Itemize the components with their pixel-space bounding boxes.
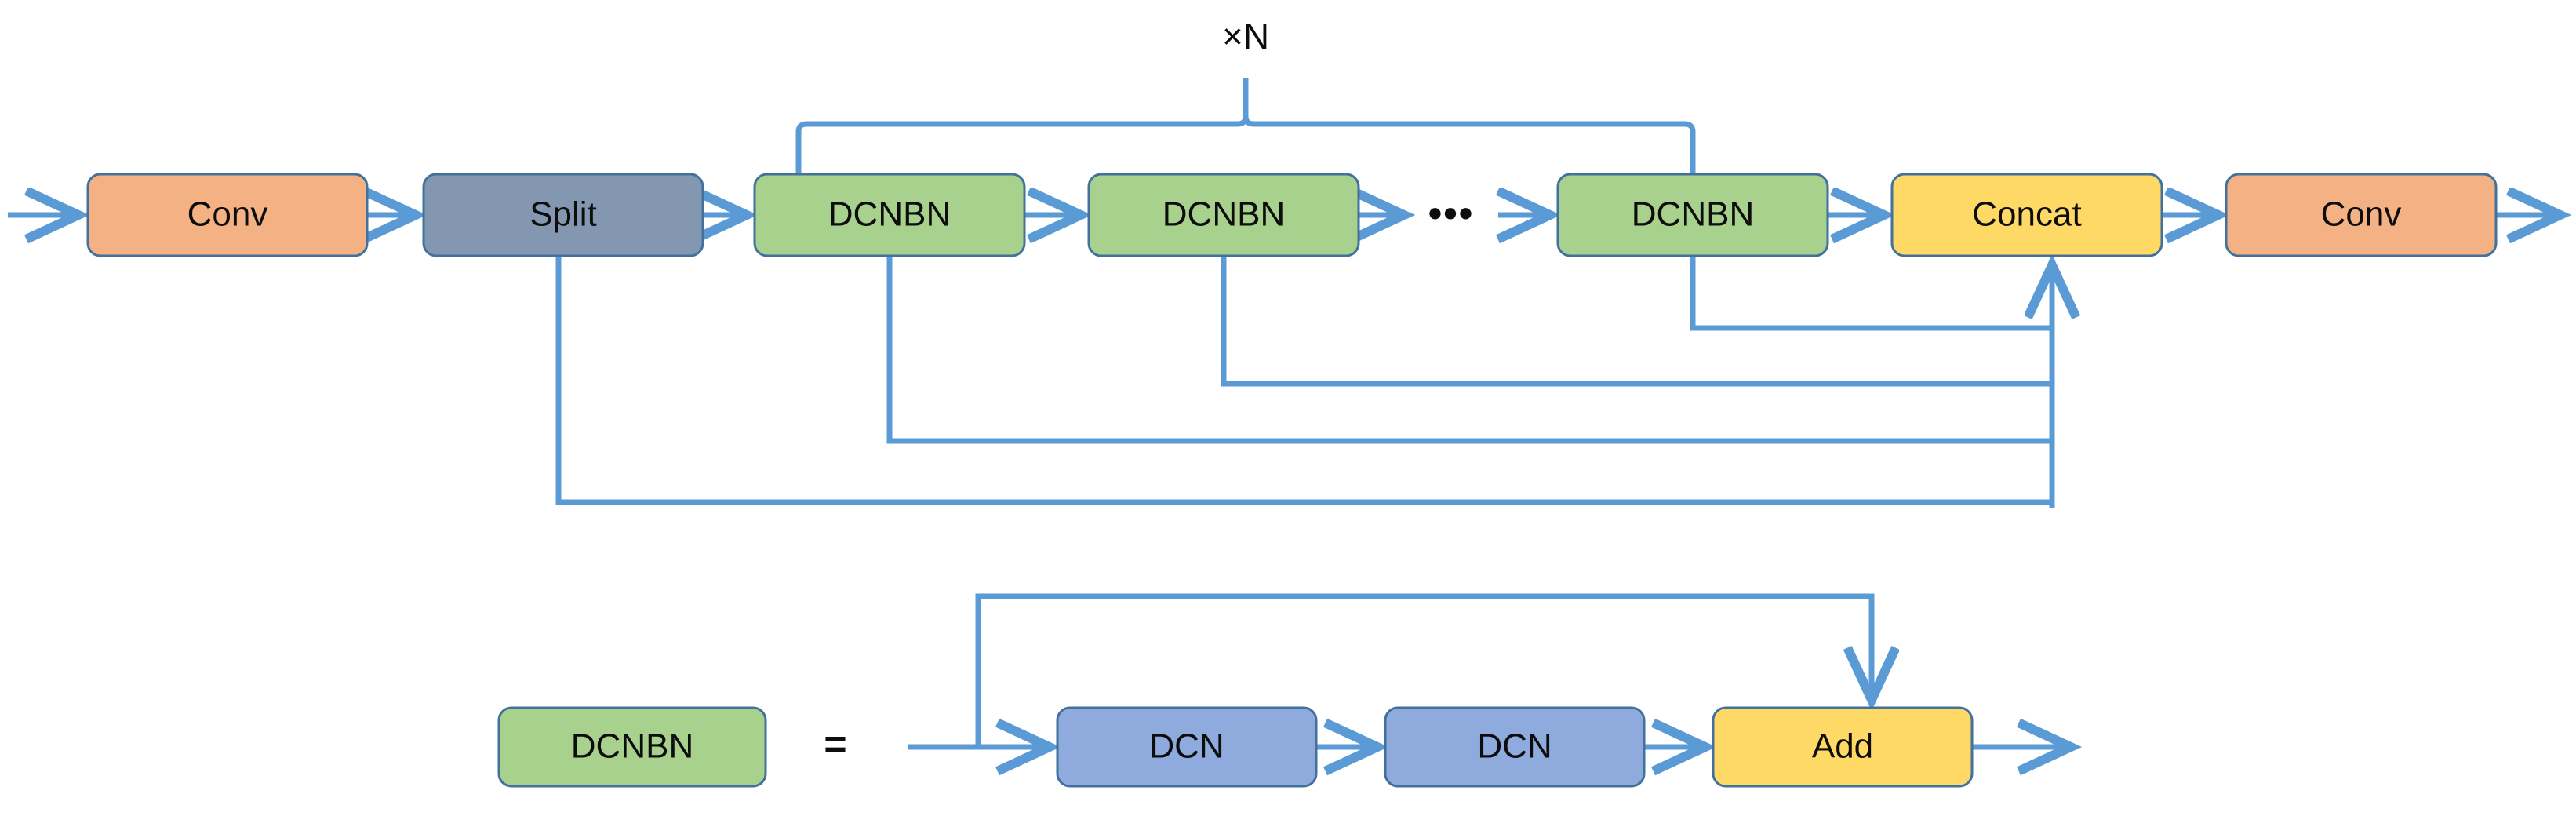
node-split-label: Split — [529, 195, 597, 234]
node-conv-out[interactable]: Conv — [2225, 173, 2498, 257]
node-dcn-1[interactable]: DCN — [1056, 706, 1318, 788]
bottom-row-nodes: DCNBN = DCN DCN Add — [497, 706, 1974, 788]
bottom-row-connectors — [908, 593, 2071, 747]
node-dcnbn-n-label: DCNBN — [1632, 195, 1754, 234]
node-dcnbn-2-label: DCNBN — [1162, 195, 1285, 234]
top-row-nodes: Conv Split DCNBN DCNBN ••• DCNBN Concat — [86, 173, 2498, 257]
repeat-count-label: ×N — [1222, 16, 1269, 56]
node-conv-out-label: Conv — [2321, 195, 2402, 234]
node-concat-label: Concat — [1972, 195, 2081, 234]
node-dcnbn-2[interactable]: DCNBN — [1087, 173, 1360, 257]
node-conv-in-label: Conv — [187, 195, 268, 234]
skip-dcnbn2-to-concat — [1221, 256, 2052, 387]
skip-split-to-concat — [555, 256, 2052, 505]
node-dcn-2-label: DCN — [1477, 727, 1552, 766]
node-concat[interactable]: Concat — [1890, 173, 2163, 257]
equals-label: = — [824, 722, 846, 766]
node-dcnbn-n[interactable]: DCNBN — [1556, 173, 1829, 257]
node-dcn-1-label: DCN — [1149, 727, 1224, 766]
ellipsis-label: ••• — [1428, 191, 1475, 235]
node-dcn-2[interactable]: DCN — [1384, 706, 1646, 788]
skip-input-to-add — [975, 593, 1872, 747]
node-dcnbn-legend[interactable]: DCNBN — [497, 706, 767, 788]
node-conv-in[interactable]: Conv — [86, 173, 369, 257]
skip-dcnbnN-to-concat — [1690, 256, 2052, 331]
node-add-label: Add — [1812, 727, 1873, 766]
skip-connections-top — [555, 256, 2052, 508]
node-dcnbn-legend-label: DCNBN — [571, 727, 693, 766]
node-dcnbn-1[interactable]: DCNBN — [753, 173, 1026, 257]
node-dcnbn-1-label: DCNBN — [828, 195, 951, 234]
node-split[interactable]: Split — [422, 173, 704, 257]
skip-dcnbn1-to-concat — [886, 256, 2052, 444]
node-add[interactable]: Add — [1712, 706, 1974, 788]
repeat-brace-group: ×N — [795, 16, 1696, 180]
